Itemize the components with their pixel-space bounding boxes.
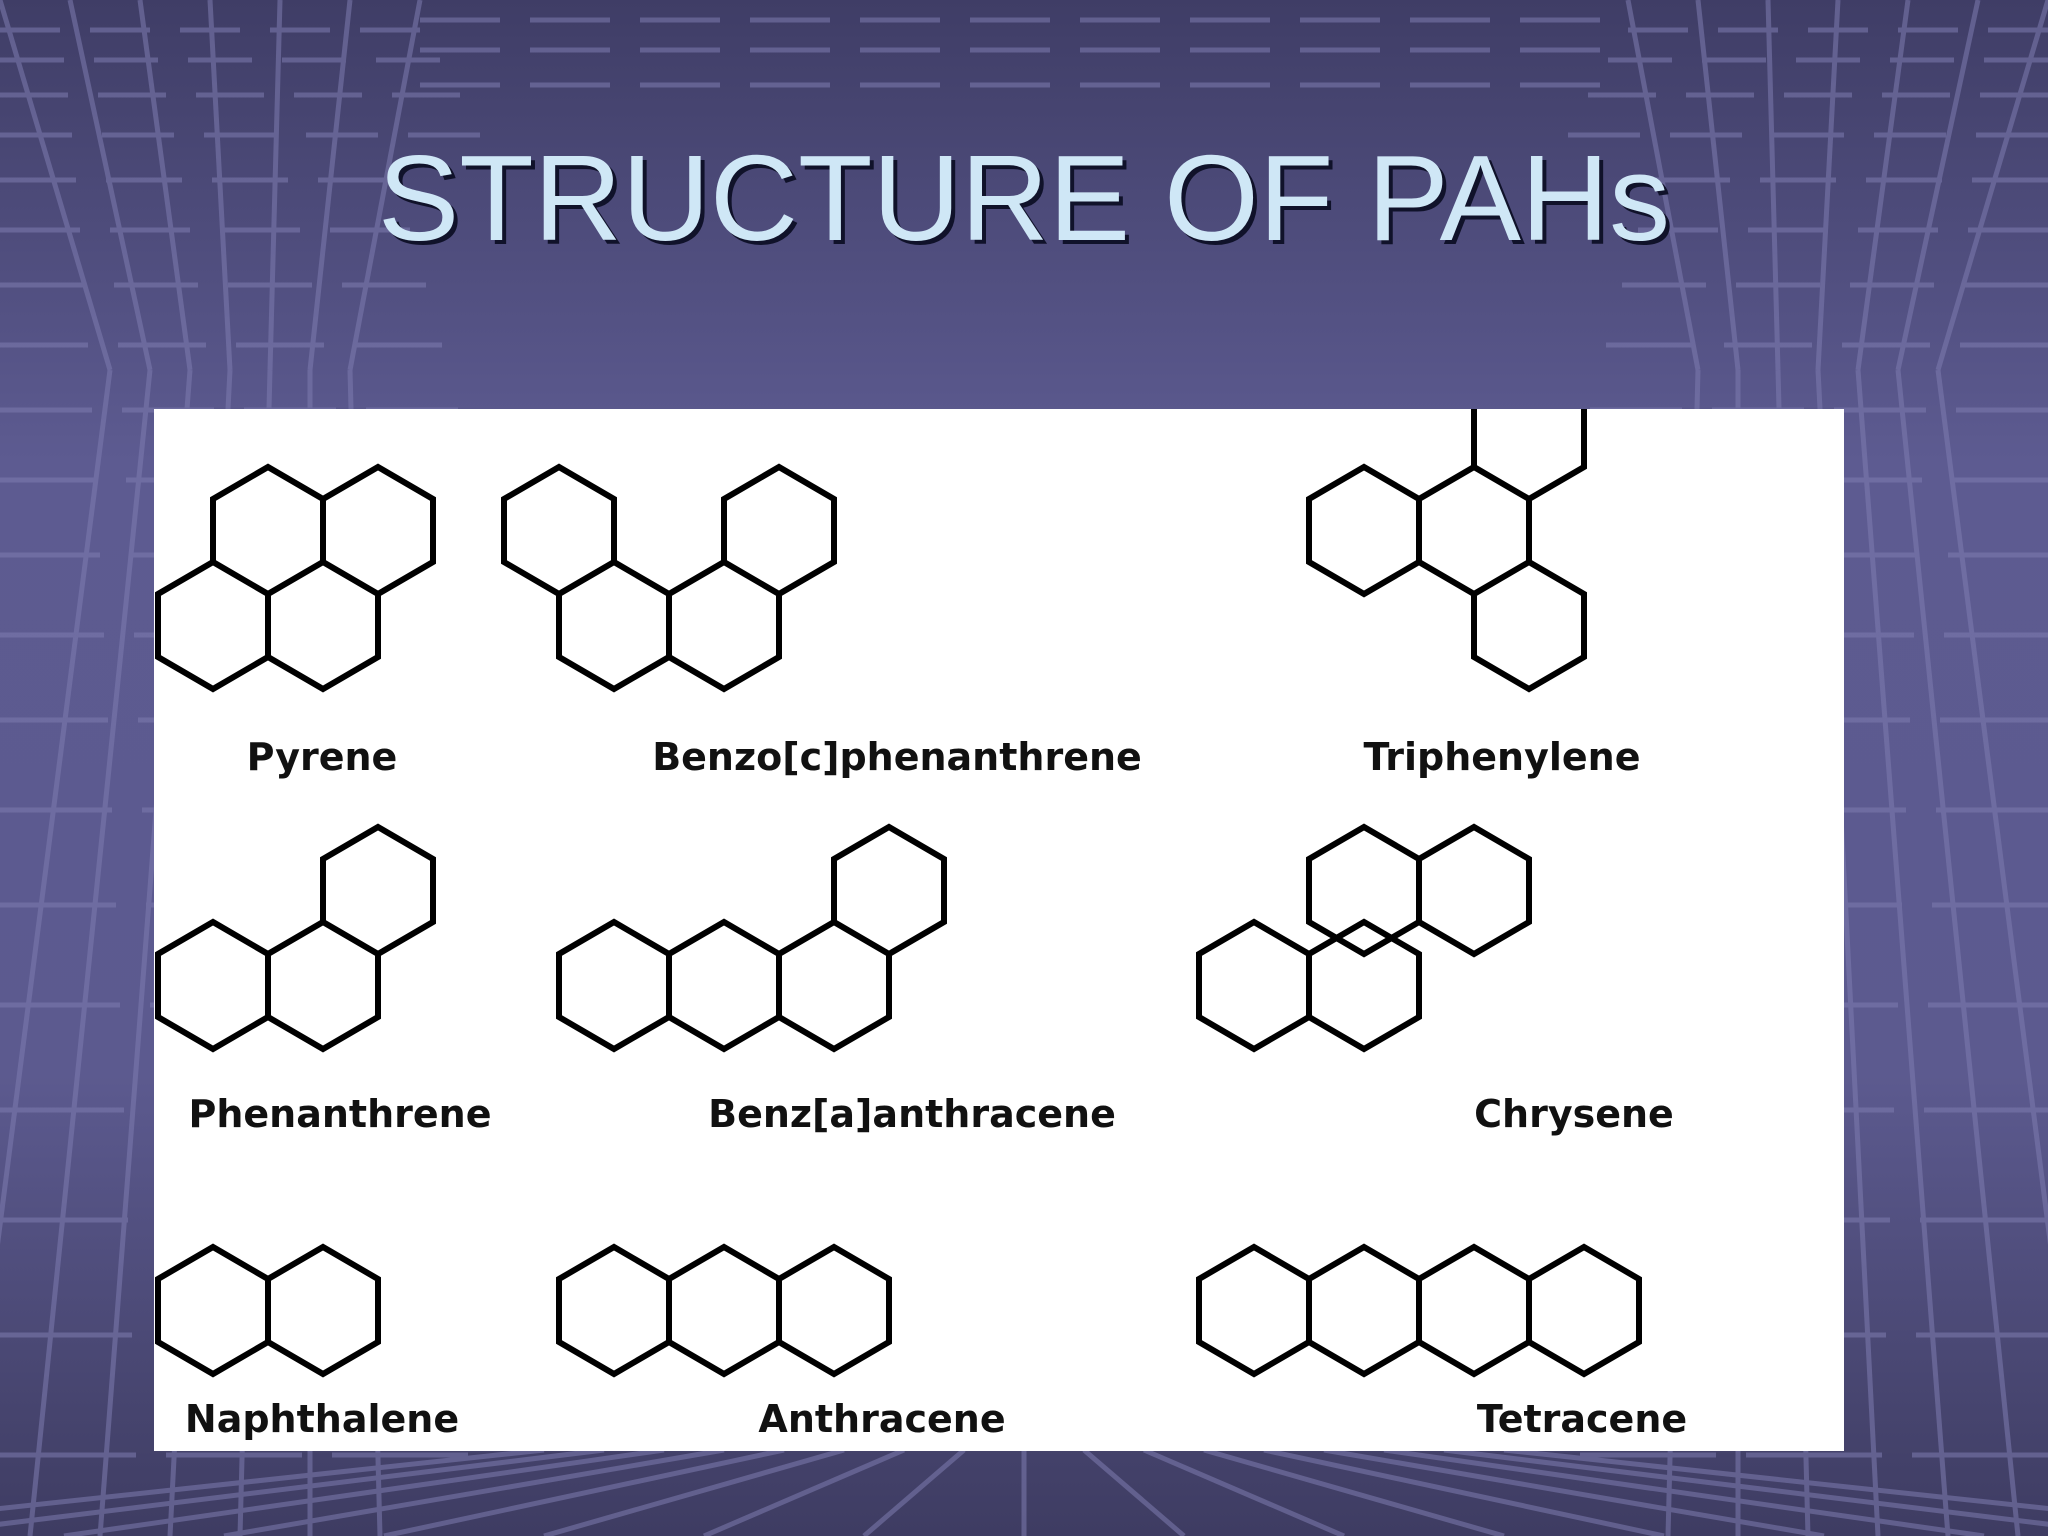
molecule-phenanthrene-label: Phenanthrene bbox=[189, 1092, 492, 1136]
molecule-tetracene-rings bbox=[1196, 1243, 1642, 1378]
molecule-chrysene-label: Chrysene bbox=[1474, 1092, 1674, 1136]
molecule-naphthalene: Naphthalene bbox=[155, 1243, 459, 1441]
molecule-phenanthrene: Phenanthrene bbox=[155, 823, 492, 1136]
molecule-triphenylene: Triphenylene bbox=[1306, 409, 1641, 779]
molecule-pyrene-rings bbox=[155, 463, 436, 693]
molecule-naphthalene-label: Naphthalene bbox=[185, 1397, 459, 1441]
molecule-tetracene: Tetracene bbox=[1196, 1243, 1687, 1441]
molecule-triphenylene-rings bbox=[1306, 409, 1587, 693]
molecule-benzo-c-phenanthrene-label: Benzo[c]phenanthrene bbox=[652, 735, 1142, 779]
molecule-anthracene-label: Anthracene bbox=[758, 1397, 1005, 1441]
molecule-anthracene-rings bbox=[556, 1243, 892, 1378]
molecule-benz-a-anthracene: Benz[a]anthracene bbox=[556, 823, 1116, 1136]
molecule-benz-a-anthracene-rings bbox=[556, 823, 947, 1053]
molecule-phenanthrene-rings bbox=[155, 823, 436, 1053]
molecule-pyrene-label: Pyrene bbox=[247, 735, 398, 779]
molecule-benz-a-anthracene-label: Benz[a]anthracene bbox=[708, 1092, 1116, 1136]
molecule-benzo-c-phenanthrene: Benzo[c]phenanthrene bbox=[501, 463, 1142, 779]
molecule-chrysene-rings bbox=[1196, 823, 1532, 1053]
molecule-benzo-c-phenanthrene-rings bbox=[501, 463, 837, 693]
pah-structures-figure: Pyrene Benzo[c]phenanthrene Triphenylene… bbox=[154, 409, 1844, 1451]
slide-title: STRUCTURE OF PAHs bbox=[377, 130, 1671, 266]
molecule-tetracene-label: Tetracene bbox=[1477, 1397, 1687, 1441]
molecule-triphenylene-label: Triphenylene bbox=[1364, 735, 1641, 779]
molecule-pyrene: Pyrene bbox=[155, 463, 436, 779]
molecule-anthracene: Anthracene bbox=[556, 1243, 1006, 1441]
molecule-chrysene: Chrysene bbox=[1196, 823, 1674, 1136]
molecule-naphthalene-rings bbox=[155, 1243, 381, 1378]
